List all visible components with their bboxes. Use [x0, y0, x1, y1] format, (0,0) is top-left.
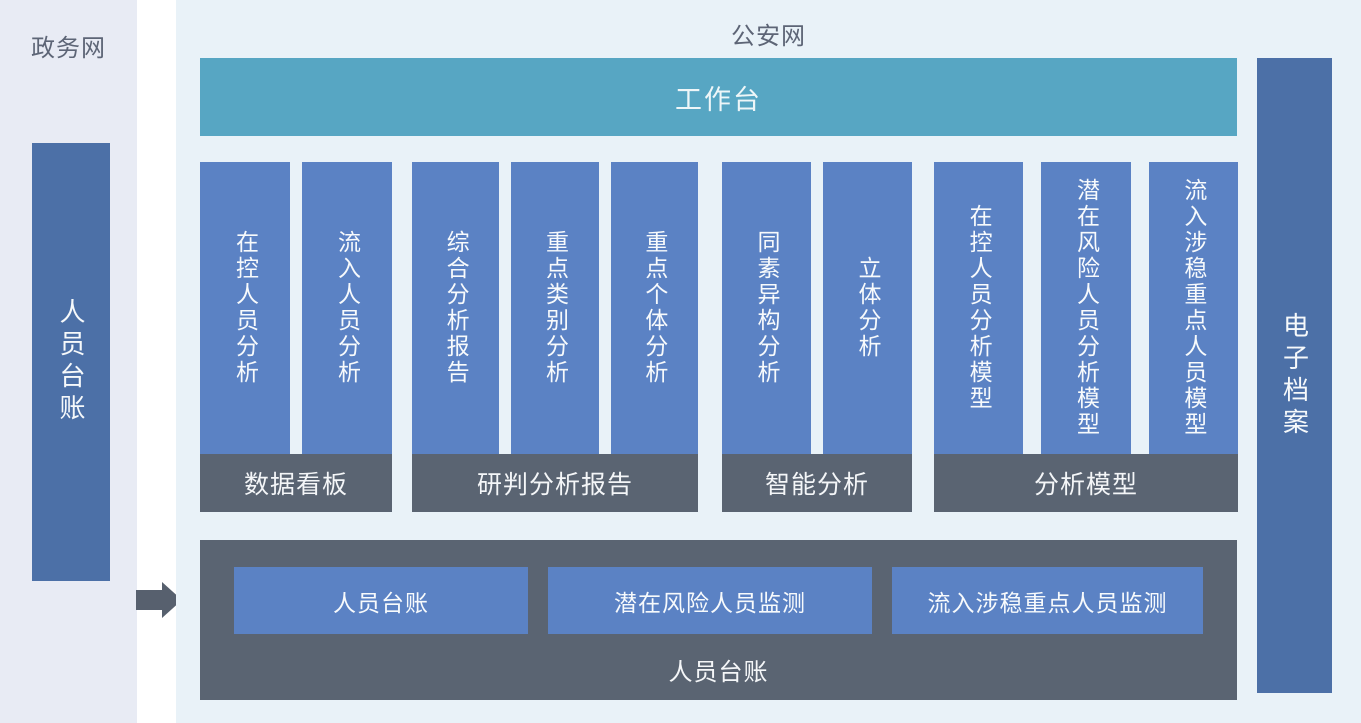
- ledger-box-label: 人员台账: [668, 659, 769, 686]
- group-footer: 数据看板: [200, 454, 392, 512]
- ledger-item: 人员台账: [234, 567, 528, 634]
- personnel-ledger-box: 人员台账 潜在风险人员监测 流入涉稳重点人员监测 人员台账: [200, 540, 1237, 700]
- module-label: 立体分析: [855, 256, 881, 360]
- module-label: 重点个体分析: [641, 230, 668, 386]
- module-label: 重点类别分析: [542, 230, 569, 386]
- group-data-dashboard: 在控人员分析 流入人员分析 数据看板: [200, 162, 392, 512]
- electronic-archive-bar: 电子档案: [1257, 58, 1332, 693]
- personnel-ledger-source-bar: 人员台账: [32, 143, 110, 581]
- module-column: 流入涉稳重点人员模型: [1148, 162, 1238, 454]
- module-label: 流入人员分析: [334, 230, 361, 386]
- module-column: 重点类别分析: [511, 162, 599, 454]
- module-column: 在控人员分析模型: [934, 162, 1024, 454]
- module-column: 重点个体分析: [610, 162, 698, 454]
- group-analysis-report: 综合分析报告 重点类别分析 重点个体分析 研判分析报告: [412, 162, 698, 512]
- gov-network-zone: 政务网 人员台账: [0, 0, 137, 723]
- police-network-title: 公安网: [731, 23, 806, 50]
- module-label: 在控人员分析模型: [966, 204, 993, 412]
- module-label: 流入涉稳重点人员模型: [1180, 178, 1207, 438]
- personnel-ledger-source-label: 人员台账: [56, 298, 86, 426]
- module-column: 同素异构分析: [722, 162, 811, 454]
- workbench-label: 工作台: [675, 84, 762, 115]
- ledger-item: 潜在风险人员监测: [548, 567, 872, 634]
- module-label: 潜在风险人员分析模型: [1073, 178, 1100, 438]
- workbench-bar: 工作台: [200, 58, 1237, 136]
- group-footer: 智能分析: [722, 454, 912, 512]
- module-column: 在控人员分析: [200, 162, 290, 454]
- module-column: 潜在风险人员分析模型: [1041, 162, 1131, 454]
- electronic-archive-label: 电子档案: [1279, 311, 1310, 440]
- flow-right-arrow-icon: [136, 582, 182, 618]
- group-analysis-models: 在控人员分析模型 潜在风险人员分析模型 流入涉稳重点人员模型 分析模型: [934, 162, 1238, 512]
- module-column: 立体分析: [823, 162, 912, 454]
- gov-network-title: 政务网: [31, 35, 106, 62]
- police-network-zone: 公安网 工作台 在控人员分析 流入人员分析 数据看板 综合分析报告: [176, 0, 1361, 723]
- ledger-button-row: 人员台账 潜在风险人员监测 流入涉稳重点人员监测: [200, 567, 1237, 634]
- module-column: 流入人员分析: [302, 162, 392, 454]
- group-footer: 分析模型: [934, 454, 1238, 512]
- module-column: 综合分析报告: [412, 162, 500, 454]
- group-footer: 研判分析报告: [412, 454, 698, 512]
- module-label: 在控人员分析: [232, 230, 259, 386]
- group-intelligent-analysis: 同素异构分析 立体分析 智能分析: [722, 162, 912, 512]
- module-label: 综合分析报告: [443, 230, 470, 386]
- ledger-item: 流入涉稳重点人员监测: [892, 567, 1203, 634]
- module-label: 同素异构分析: [754, 230, 780, 386]
